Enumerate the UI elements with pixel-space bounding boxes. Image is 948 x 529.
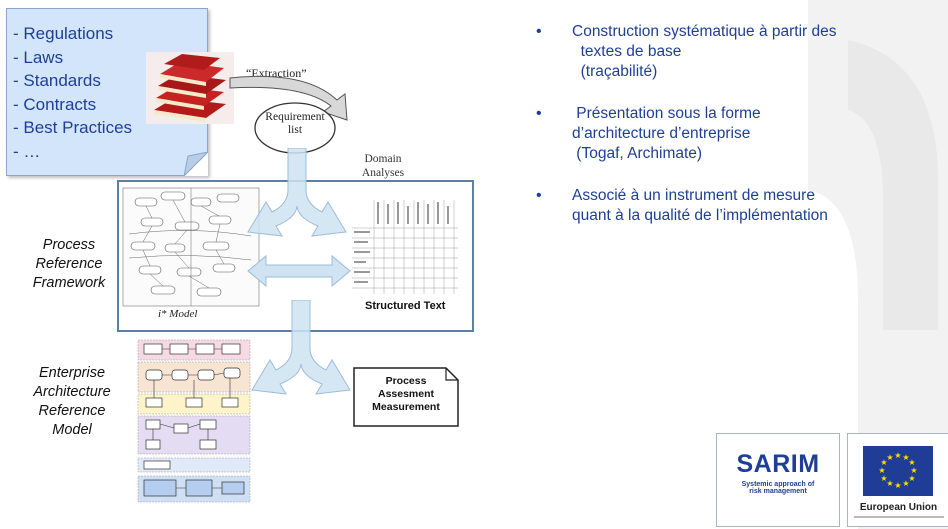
bullet-dot-icon: • bbox=[536, 187, 542, 204]
domain-analyses-label: Domain Analyses bbox=[338, 152, 428, 180]
pam-line2: Assesment bbox=[377, 388, 435, 400]
svg-text:★: ★ bbox=[910, 466, 917, 475]
svg-text:★: ★ bbox=[878, 466, 885, 475]
svg-text:★: ★ bbox=[894, 451, 901, 460]
svg-text:★: ★ bbox=[902, 479, 909, 488]
sarim-logo: SARIM Systemic approach of risk manageme… bbox=[716, 433, 840, 527]
eu-subtext-line bbox=[854, 516, 944, 518]
svg-text:★: ★ bbox=[886, 479, 893, 488]
note-item-regulations: - Regulations bbox=[13, 24, 114, 43]
bullet-item-3: • Associé à un instrument de mesure quan… bbox=[536, 186, 936, 226]
process-assessment-label: Process Assesment Measurement bbox=[354, 375, 458, 414]
structured-text-label: Structured Text bbox=[365, 300, 446, 312]
prf-line2: Reference bbox=[35, 256, 103, 272]
eu-label: European Union bbox=[859, 502, 938, 513]
enterprise-architecture-diagram bbox=[137, 339, 251, 503]
bullet-2-line3: (Togaf, Archimate) bbox=[572, 145, 703, 162]
svg-text:★: ★ bbox=[908, 474, 915, 483]
svg-text:★: ★ bbox=[880, 474, 887, 483]
requirement-list-line1: Requirement bbox=[265, 111, 325, 123]
background-watermark bbox=[808, 0, 948, 529]
requirement-list-label: Requirement list bbox=[252, 111, 338, 137]
process-assessment-document bbox=[353, 367, 459, 427]
svg-text:★: ★ bbox=[880, 458, 887, 467]
bidirectional-arrow bbox=[247, 254, 351, 288]
earm-line3: Reference bbox=[38, 403, 106, 419]
structured-text-table bbox=[351, 199, 461, 297]
split-arrow-bottom bbox=[251, 300, 351, 395]
bullet-1-line1: Construction systématique à partir des bbox=[572, 23, 837, 40]
domain-analyses-line1: Domain bbox=[364, 153, 402, 165]
bullet-list: • Construction systématique à partir des… bbox=[536, 22, 936, 248]
bullet-item-1: • Construction systématique à partir des… bbox=[536, 22, 936, 82]
svg-text:★: ★ bbox=[886, 453, 893, 462]
bullet-dot-icon: • bbox=[536, 105, 542, 122]
bullet-1-line3: (traçabilité) bbox=[572, 63, 658, 80]
split-arrow-top bbox=[247, 148, 347, 237]
bullet-3-line2: quant à la qualité de l’implémentation bbox=[572, 207, 828, 224]
note-item-contracts: - Contracts bbox=[13, 94, 97, 114]
eu-flag-icon: ★★★★ ★★★★ ★★★★ bbox=[863, 446, 933, 496]
extraction-arrow bbox=[229, 75, 348, 121]
note-item-ellipsis: - … bbox=[13, 141, 41, 161]
prf-line1: Process bbox=[42, 237, 96, 253]
note-item-best-practices: - Best Practices bbox=[13, 118, 133, 137]
bullet-item-2: • Présentation sous la forme d’architect… bbox=[536, 104, 936, 164]
note-item-laws: - Laws bbox=[13, 47, 64, 67]
prf-line3: Framework bbox=[32, 275, 106, 291]
svg-text:★: ★ bbox=[908, 458, 915, 467]
european-union-logo: ★★★★ ★★★★ ★★★★ European Union bbox=[847, 433, 948, 527]
pam-line1: Process bbox=[385, 375, 427, 387]
i-star-model-label: i* Model bbox=[158, 308, 198, 320]
sarim-subtitle-1: Systemic approach of bbox=[741, 481, 815, 488]
svg-text:★: ★ bbox=[902, 453, 909, 462]
bullet-dot-icon: • bbox=[536, 23, 542, 40]
note-item-standards: - Standards bbox=[13, 71, 101, 90]
process-reference-framework-label: Process Reference Framework bbox=[24, 236, 114, 293]
pam-line3: Measurement bbox=[372, 401, 440, 413]
svg-text:★: ★ bbox=[894, 481, 901, 490]
domain-analyses-line2: Analyses bbox=[361, 167, 405, 179]
enterprise-architecture-label: Enterprise Architecture Reference Model bbox=[20, 364, 124, 440]
sarim-title: SARIM bbox=[736, 450, 820, 478]
earm-line2: Architecture bbox=[33, 384, 111, 400]
bullet-2-line1: Présentation sous la forme bbox=[572, 105, 761, 122]
books-stack-icon bbox=[146, 52, 234, 124]
earm-line4: Model bbox=[52, 422, 92, 438]
bullet-2-line2: d’architecture d’entreprise bbox=[572, 125, 751, 142]
i-star-model-diagram bbox=[122, 187, 260, 307]
requirement-list-line2: list bbox=[287, 124, 303, 136]
earm-line1: Enterprise bbox=[38, 365, 106, 381]
sarim-subtitle-2: risk management bbox=[749, 488, 807, 495]
bullet-3-line1: Associé à un instrument de mesure bbox=[572, 187, 815, 204]
bullet-1-line2: textes de base bbox=[572, 43, 682, 60]
note-fold-icon bbox=[184, 152, 208, 176]
